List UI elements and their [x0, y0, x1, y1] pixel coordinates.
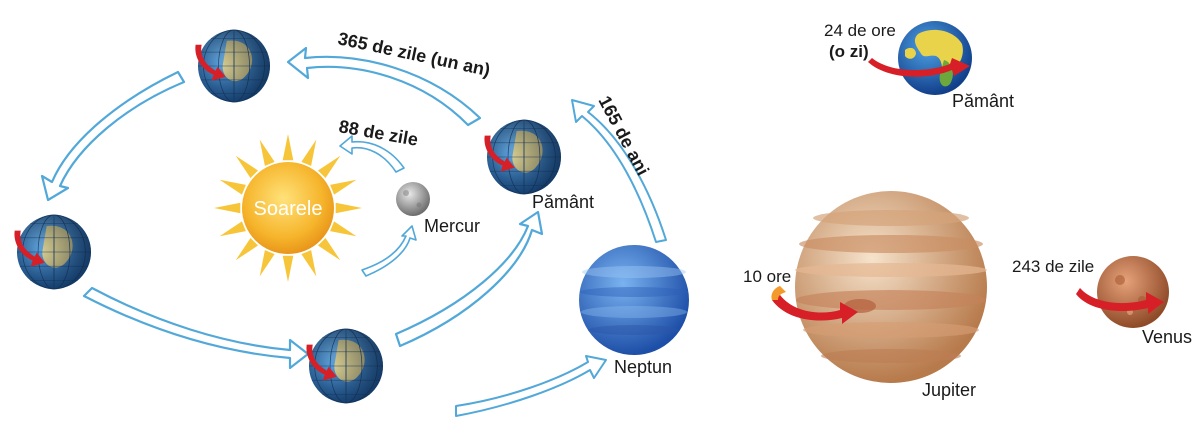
- sun-ray: [219, 179, 246, 195]
- orbit-arrow-lower-left: [82, 286, 310, 370]
- earth-spin-arrow-small: [195, 44, 226, 81]
- earth-spin-arrow: [868, 58, 970, 77]
- neptune-orbit-arrows: [455, 99, 667, 417]
- sun-ray: [330, 179, 357, 195]
- sun-ray: [335, 202, 362, 214]
- sun-ray: [214, 202, 241, 214]
- venus: [1097, 256, 1169, 328]
- jupiter-rotation-period: 10 ore: [743, 267, 791, 286]
- sun-ray: [301, 250, 317, 277]
- earth-rotation-period-2: (o zi): [829, 42, 869, 61]
- earth-rotation-planet: [898, 21, 972, 95]
- sun-ray: [301, 139, 317, 166]
- sun-ray: [282, 134, 294, 161]
- earth-spin-arrow-small: [14, 230, 45, 267]
- earth-rotation-name: Pământ: [952, 91, 1014, 111]
- neptune: [579, 245, 689, 355]
- earth-rotation-period-1: 24 de ore: [824, 21, 896, 40]
- earth-globe: [484, 119, 561, 195]
- jupiter-spin-arrow-tail: [771, 286, 786, 300]
- orbit-arrow-lower-right: [394, 210, 544, 348]
- sun-ray: [235, 155, 258, 178]
- venus-rotation-period: 243 de zile: [1012, 257, 1094, 276]
- earth-orbit-label: Pământ: [532, 192, 594, 212]
- mercury-label: Mercur: [424, 216, 480, 236]
- venus-name: Venus: [1142, 327, 1192, 347]
- orbit-arrow-upper-left: [40, 70, 186, 202]
- mercury-orbit-arrow-bottom: [361, 225, 417, 277]
- mercury: [396, 182, 430, 216]
- neptune-orbit-arrow-right: [571, 99, 667, 243]
- earth-globes: [14, 29, 561, 404]
- jupiter: [795, 191, 987, 383]
- earth-orbit-arrows: [40, 46, 544, 370]
- jupiter-name: Jupiter: [922, 380, 976, 400]
- sun-ray: [235, 238, 258, 261]
- sun-ray: [259, 139, 275, 166]
- earth-spin-arrow-small: [484, 135, 515, 172]
- sun-ray: [259, 250, 275, 277]
- earth-globe: [14, 214, 91, 290]
- venus-spin-arrow: [1076, 288, 1164, 314]
- sun-ray: [318, 238, 341, 261]
- jupiter-spin-arrow: [772, 292, 858, 324]
- orbit-arrow-top: [286, 46, 482, 127]
- earth-globe: [195, 29, 270, 103]
- mercury-orbit-arrow-top: [339, 135, 405, 173]
- earth-spin-arrow-small: [306, 344, 337, 381]
- sun-ray: [330, 221, 357, 237]
- neptune-label: Neptun: [614, 357, 672, 377]
- neptune-orbit-arrow-bottom: [455, 355, 607, 417]
- sun-disc: [242, 162, 334, 254]
- sun-ray: [318, 155, 341, 178]
- sun-ray: [282, 255, 294, 282]
- mercury-orbit-arrows: [339, 135, 417, 277]
- sun: Soarele: [214, 134, 362, 282]
- sun-label: Soarele: [254, 198, 323, 220]
- sun-rays: [214, 134, 362, 282]
- sun-ray: [219, 221, 246, 237]
- earth-period-label: 365 de zile (un an): [336, 28, 492, 80]
- earth-globe: [306, 328, 383, 404]
